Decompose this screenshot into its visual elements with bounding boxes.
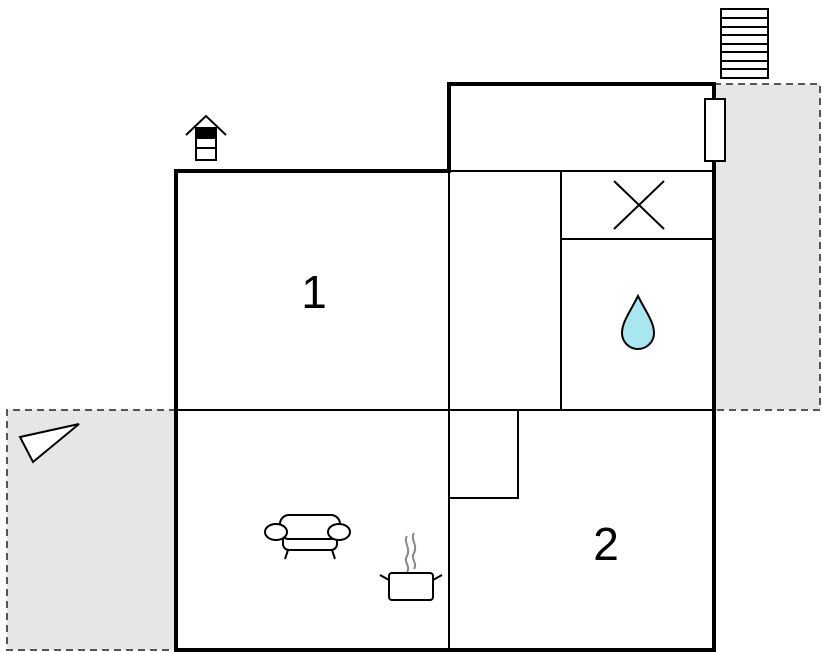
north-arrow-icon [185,114,227,161]
terrace-triangle-icon [18,423,80,464]
outer-walls [174,82,716,652]
sofa-icon [264,514,351,560]
empty-space-x-icon [613,180,665,230]
stairs-icon [720,8,769,79]
room-label-2: 2 [593,518,619,570]
interior-walls [176,170,714,650]
door-opening [704,98,726,162]
cooking-pot-icon [379,532,443,601]
terrace-right [714,83,821,411]
room-label-1: 1 [301,266,327,318]
water-drop-icon [620,293,656,350]
